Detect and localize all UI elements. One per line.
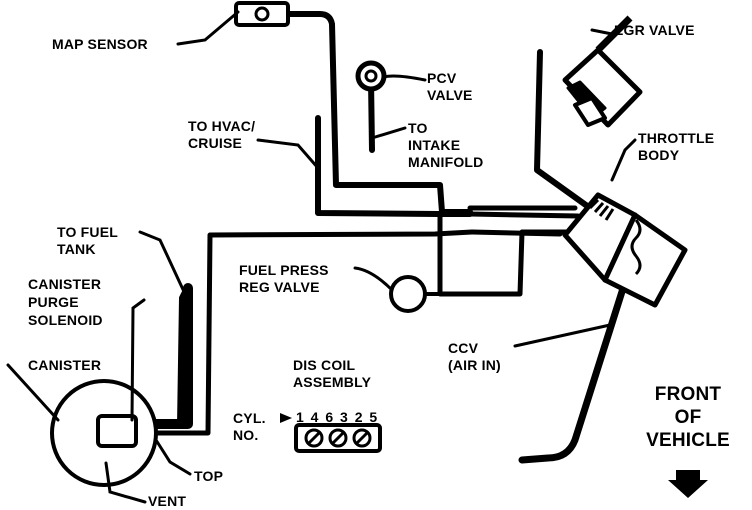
vent-label: VENT (148, 493, 187, 509)
hvac-cruise-line (315, 115, 473, 217)
throttle-body-label-line1: THROTTLE (638, 130, 715, 146)
canister (50, 379, 158, 487)
canister-main-hose (135, 229, 475, 436)
ccv-label-line2: (AIR IN) (448, 357, 501, 373)
to-hvac-label-line2: CRUISE (188, 135, 243, 151)
cylinder-order: 1 4 6 3 2 5 (296, 409, 379, 425)
fuel-press-label-line1: FUEL PRESS (239, 262, 329, 278)
top-label: TOP (194, 468, 224, 484)
pcv-valve-label-line2: VALVE (427, 87, 473, 103)
leader-lines (6, 10, 637, 504)
fuel-press-label-line2: REG VALVE (239, 279, 320, 295)
cyl-label-line1: CYL. (233, 410, 266, 426)
dis-coil-assembly (294, 423, 382, 453)
purge-solenoid-label-line3: SOLENOID (28, 312, 103, 328)
to-intake-label-line3: MANIFOLD (408, 154, 484, 170)
canister-label: CANISTER (28, 357, 102, 373)
map-sensor (234, 1, 290, 27)
throttle-body-port-lines (437, 205, 581, 297)
egr-valve-label: EGR VALVE (614, 22, 695, 38)
dis-coil-label-line2: ASSEMBLY (293, 374, 372, 390)
purge-solenoid-label-line2: PURGE (28, 294, 79, 310)
canister-purge-solenoid (96, 414, 138, 448)
to-intake-label-line1: TO (408, 120, 428, 136)
throttle-body-label-line2: BODY (638, 147, 680, 163)
ccv-hose (518, 256, 636, 464)
dis-coil-label-line1: DIS COIL (293, 357, 356, 373)
front-of-vehicle-line1: FRONT (654, 384, 722, 405)
egr-hose (534, 49, 593, 211)
ccv-label-line1: CCV (448, 340, 479, 356)
front-of-vehicle-line3: VEHICLE (646, 430, 730, 451)
front-arrow-icon (668, 470, 708, 498)
purge-solenoid-label-line1: CANISTER (28, 276, 102, 292)
to-fuel-tank-label-line1: TO FUEL (57, 224, 119, 240)
map-sensor-label: MAP SENSOR (52, 36, 148, 52)
front-of-vehicle-line2: OF (674, 407, 702, 428)
pcv-valve-label-line1: PCV (427, 70, 457, 86)
map-sensor-hose (285, 11, 473, 215)
egr-valve (562, 15, 643, 128)
cyl-label-line2: NO. (233, 427, 259, 443)
fuel-press-reg-valve (389, 275, 427, 313)
to-hvac-label-line1: TO HVAC/ (188, 118, 256, 134)
pcv-valve (355, 60, 387, 92)
throttle-body (562, 192, 688, 308)
to-fuel-tank-label-line2: TANK (57, 241, 96, 257)
cyl-pointer-arrow-icon (280, 413, 292, 423)
to-intake-label-line2: INTAKE (408, 137, 461, 153)
